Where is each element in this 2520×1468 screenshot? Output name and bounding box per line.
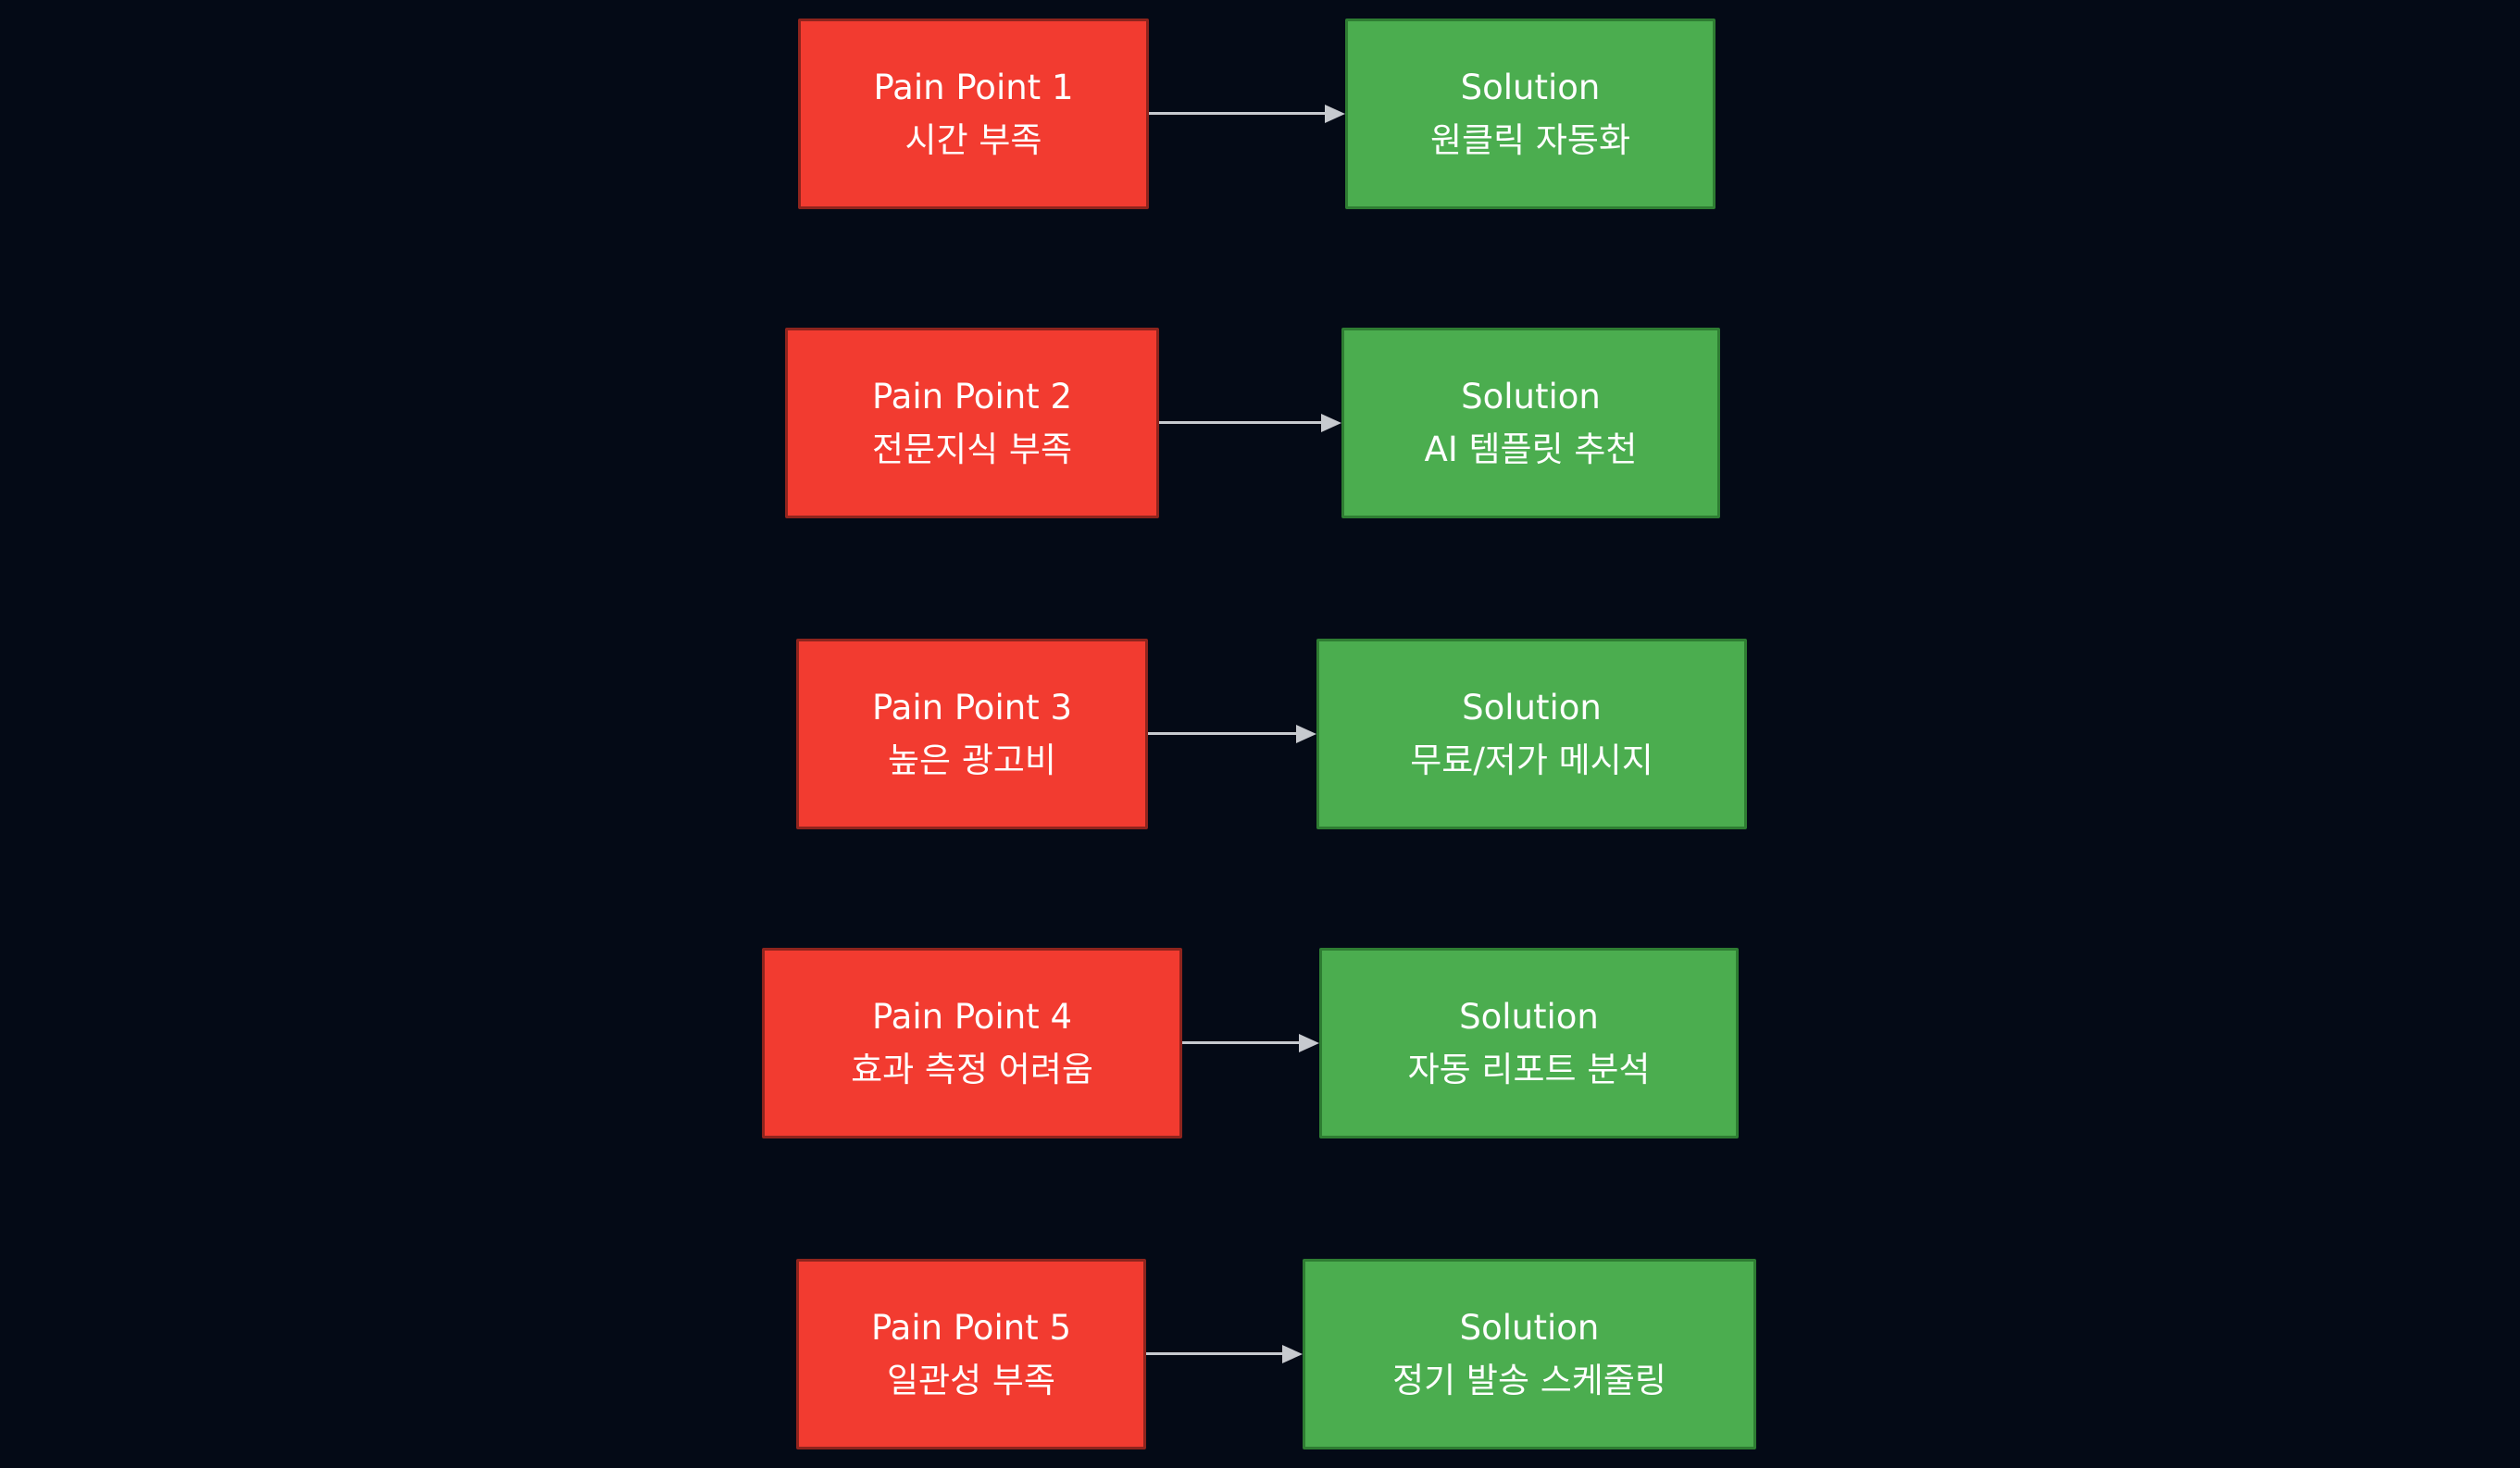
arrow-head-icon-5 (1282, 1345, 1303, 1363)
arrow-line-5 (1146, 1352, 1282, 1355)
solution-box-3: Solution 무료/저가 메시지 (1316, 639, 1747, 829)
node-title: Solution (1461, 377, 1601, 417)
node-title: Pain Point 2 (872, 377, 1072, 417)
node-subtitle: 전문지식 부족 (871, 429, 1072, 469)
solution-box-2: Solution AI 템플릿 추천 (1341, 328, 1720, 518)
node-title: Solution (1462, 688, 1602, 728)
node-title: Pain Point 3 (872, 688, 1072, 728)
node-title: Solution (1459, 997, 1599, 1037)
pain-point-box-2: Pain Point 2 전문지식 부족 (785, 328, 1159, 518)
node-title: Solution (1459, 1308, 1600, 1348)
node-subtitle: 높은 광고비 (888, 740, 1056, 780)
arrow-head-icon-1 (1325, 105, 1345, 123)
arrow-line-2 (1159, 421, 1321, 424)
node-subtitle: 정기 발송 스케줄링 (1392, 1361, 1666, 1400)
pain-point-box-3: Pain Point 3 높은 광고비 (796, 639, 1148, 829)
solution-box-5: Solution 정기 발송 스케줄링 (1303, 1259, 1756, 1449)
pain-point-box-5: Pain Point 5 일관성 부족 (796, 1259, 1146, 1449)
node-subtitle: 일관성 부족 (887, 1361, 1055, 1400)
node-subtitle: 시간 부족 (904, 120, 1042, 160)
node-title: Pain Point 4 (872, 997, 1072, 1037)
arrow-head-icon-4 (1299, 1034, 1319, 1052)
node-subtitle: AI 템플릿 추천 (1424, 429, 1638, 469)
node-title: Pain Point 1 (873, 68, 1074, 107)
solution-box-4: Solution 자동 리포트 분석 (1319, 948, 1739, 1138)
node-title: Pain Point 5 (871, 1308, 1071, 1348)
pain-point-box-4: Pain Point 4 효과 측정 어려움 (762, 948, 1182, 1138)
arrow-head-icon-3 (1296, 725, 1316, 743)
node-subtitle: 효과 측정 어려움 (851, 1050, 1093, 1089)
node-subtitle: 원클릭 자동화 (1429, 120, 1630, 160)
arrow-line-1 (1149, 112, 1325, 115)
pain-point-box-1: Pain Point 1 시간 부족 (798, 19, 1149, 209)
node-subtitle: 자동 리포트 분석 (1407, 1050, 1651, 1089)
arrow-line-4 (1182, 1041, 1299, 1044)
arrow-line-3 (1148, 732, 1296, 735)
node-subtitle: 무료/저가 메시지 (1410, 740, 1653, 780)
arrow-head-icon-2 (1321, 414, 1341, 432)
solution-box-1: Solution 원클릭 자동화 (1345, 19, 1715, 209)
node-title: Solution (1460, 68, 1601, 107)
